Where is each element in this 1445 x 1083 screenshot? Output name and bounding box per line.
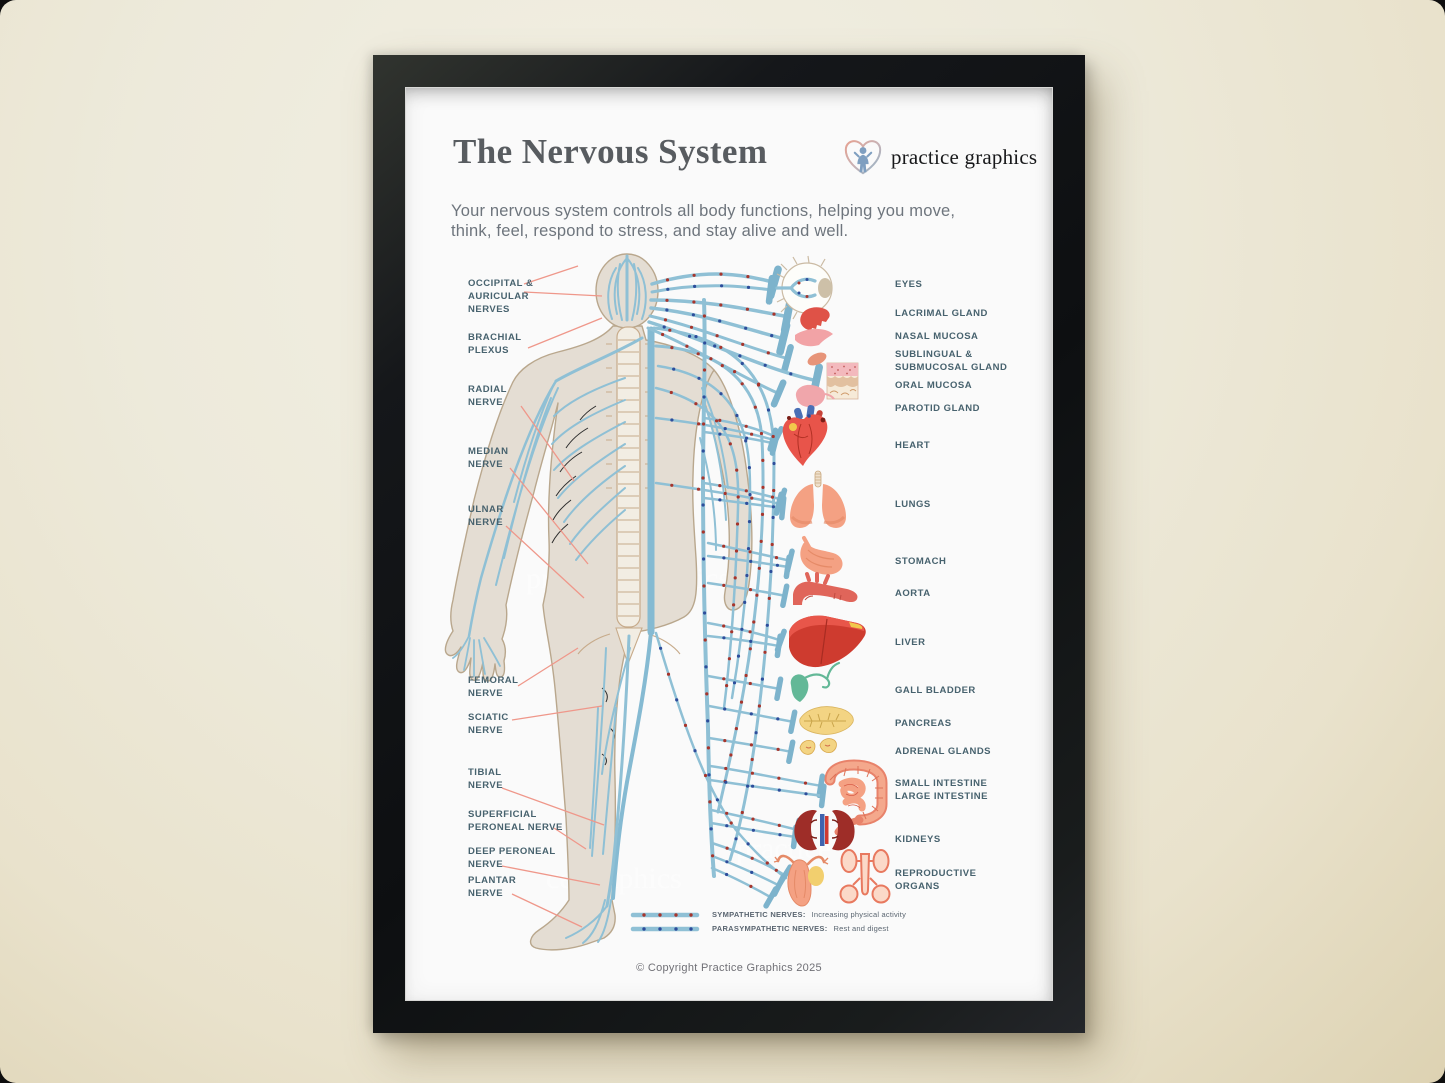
label-pancreas: PANCREAS bbox=[895, 718, 952, 729]
logo-wordmark: practice graphics bbox=[891, 144, 1038, 169]
label-heart: HEART bbox=[895, 440, 931, 451]
label-brachial-plexus: BRACHIAL PLEXUS bbox=[468, 332, 522, 356]
leader-lines bbox=[501, 265, 605, 928]
label-plantar-nerve: PLANTAR NERVE bbox=[468, 875, 517, 899]
organ-illustrations bbox=[773, 255, 891, 907]
aorta-illustration bbox=[793, 572, 858, 605]
label-lungs: LUNGS bbox=[895, 499, 931, 510]
heart-person-icon bbox=[844, 140, 882, 175]
rib-marks bbox=[551, 405, 615, 766]
parotid-gland-illustration bbox=[795, 384, 835, 408]
label-small-large-intestine: SMALL INTESTINE LARGE INTESTINE bbox=[895, 778, 989, 802]
label-stomach: STOMACH bbox=[895, 556, 947, 567]
stomach-illustration bbox=[800, 536, 843, 575]
label-reproductive-organs: REPRODUCTIVE ORGANS bbox=[895, 868, 977, 892]
label-sublingual-submucosal-gland: SUBLINGUAL & SUBMUCOSAL GLAND bbox=[895, 349, 1008, 373]
heart-illustration bbox=[782, 405, 828, 466]
gall-bladder-illustration bbox=[790, 661, 841, 702]
kidneys-illustration bbox=[794, 810, 855, 851]
pancreas-illustration bbox=[799, 706, 854, 735]
label-tibial-nerve: TIBIAL NERVE bbox=[468, 767, 504, 791]
label-superficial-peroneal-nerve: SUPERFICIAL PERONEAL NERVE bbox=[468, 809, 563, 833]
subtitle-line-2: think, feel, respond to stress, and stay… bbox=[451, 221, 849, 240]
label-parotid-gland: PAROTID GLAND bbox=[895, 403, 980, 414]
liver-illustration bbox=[789, 615, 866, 668]
copyright-footer: © Copyright Practice Graphics 2025 bbox=[636, 962, 822, 974]
practice-graphics-logo: practice graphics bbox=[842, 135, 1037, 179]
legend-sympathetic-name: SYMPATHETIC NERVES: bbox=[712, 910, 806, 919]
eye-illustration bbox=[775, 255, 833, 321]
nasal-mucosa-illustration bbox=[795, 328, 833, 347]
adrenal-glands-illustration bbox=[799, 738, 837, 755]
legend-parasympathetic-desc: Rest and digest bbox=[833, 924, 889, 933]
female-reproductive-illustration bbox=[773, 854, 829, 907]
male-reproductive-illustration bbox=[839, 849, 891, 904]
label-aorta: AORTA bbox=[895, 588, 931, 599]
nervous-system-diagram: practice graphics practice ce graphics bbox=[444, 253, 891, 951]
oral-mucosa-illustration bbox=[826, 362, 859, 400]
sympathetic-line-swatch bbox=[630, 912, 700, 917]
label-oral-mucosa: ORAL MUCOSA bbox=[895, 380, 973, 391]
subtitle-line-1: Your nervous system controls all body fu… bbox=[451, 202, 956, 220]
nervous-system-poster: The Nervous System practice graphics You… bbox=[405, 87, 1053, 1001]
label-eyes: EYES bbox=[895, 279, 923, 290]
lacrimal-gland-illustration bbox=[800, 307, 830, 331]
label-sciatic-nerve: SCIATIC NERVE bbox=[468, 712, 509, 736]
label-lacrimal-gland: LACRIMAL GLAND bbox=[895, 308, 988, 319]
nerve-dots-layer bbox=[659, 272, 808, 889]
label-nasal-mucosa: NASAL MUCOSA bbox=[895, 331, 979, 342]
label-femoral-nerve: FEMORAL NERVE bbox=[468, 675, 519, 699]
label-deep-peroneal-nerve: DEEP PERONEAL NERVE bbox=[468, 846, 556, 870]
label-adrenal-glands: ADRENAL GLANDS bbox=[895, 746, 992, 757]
label-gall-bladder: GALL BLADDER bbox=[895, 685, 976, 696]
poster-title: The Nervous System bbox=[453, 132, 768, 171]
label-ulnar-nerve: ULNAR NERVE bbox=[468, 504, 504, 528]
legend-parasympathetic-name: PARASYMPATHETIC NERVES: bbox=[712, 924, 828, 933]
body-nerves bbox=[452, 254, 729, 944]
label-occipital-auricular-nerves: OCCIPITAL & AURICULAR NERVES bbox=[468, 278, 534, 315]
parasympathetic-line-swatch bbox=[630, 926, 700, 931]
poster-frame: The Nervous System practice graphics You… bbox=[373, 55, 1085, 1033]
legend-parasympathetic: PARASYMPATHETIC NERVES: Rest and digest bbox=[630, 924, 889, 933]
label-liver: LIVER bbox=[895, 637, 926, 648]
poster-subtitle: Your nervous system controls all body fu… bbox=[451, 202, 1011, 241]
legend-sympathetic-desc: Increasing physical activity bbox=[811, 910, 907, 919]
lungs-illustration bbox=[790, 470, 846, 528]
label-median-nerve: MEDIAN NERVE bbox=[468, 446, 509, 470]
sublingual-gland-illustration bbox=[807, 352, 827, 366]
label-kidneys: KIDNEYS bbox=[895, 834, 941, 845]
label-radial-nerve: RADIAL NERVE bbox=[468, 384, 507, 408]
legend-sympathetic: SYMPATHETIC NERVES: Increasing physical … bbox=[630, 910, 906, 919]
